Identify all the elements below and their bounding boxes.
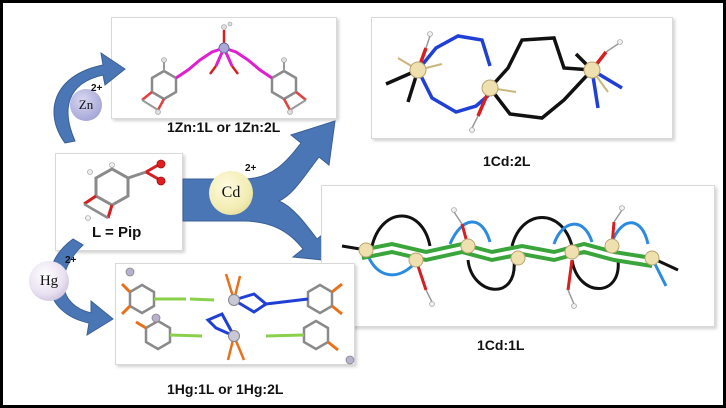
hg-complex-label: 1Hg:1L or 1Hg:2L [167, 381, 284, 397]
cd-branch-arrow-icon [182, 120, 336, 262]
ligand-label: L = Pip [92, 224, 142, 241]
cd-1l-panel [321, 185, 715, 327]
hg-complex-panel [115, 263, 355, 365]
cd-ion-charge: 2+ [245, 163, 257, 174]
hg-ion: Hg [29, 261, 69, 301]
zn-complex-label: 1Zn:1L or 1Zn:2L [167, 119, 281, 135]
zn-arrow-icon [53, 51, 126, 144]
cd-1l-label: 1Cd:1L [477, 337, 525, 353]
cd-2l-structure [385, 31, 623, 133]
cd-ion-symbol: Cd [221, 184, 241, 201]
cd-2l-label: 1Cd:2L [483, 153, 531, 169]
cd-1l-structure [341, 205, 679, 309]
ligand-panel: L = Pip [55, 153, 183, 251]
zn-ion-symbol: Zn [78, 97, 94, 112]
hg-complex-structure [120, 267, 355, 365]
hg-ion-symbol: Hg [39, 272, 59, 289]
zn-ion-charge: 2+ [91, 83, 103, 94]
hg-ion-charge: 2+ [65, 255, 77, 266]
zn-complex-panel [111, 17, 337, 119]
zn-ion: Zn [70, 89, 102, 121]
cd-ion: Cd [209, 171, 253, 215]
zn-complex-structure [141, 21, 307, 115]
ligand-structure [83, 159, 166, 221]
cd-2l-panel [371, 17, 673, 139]
